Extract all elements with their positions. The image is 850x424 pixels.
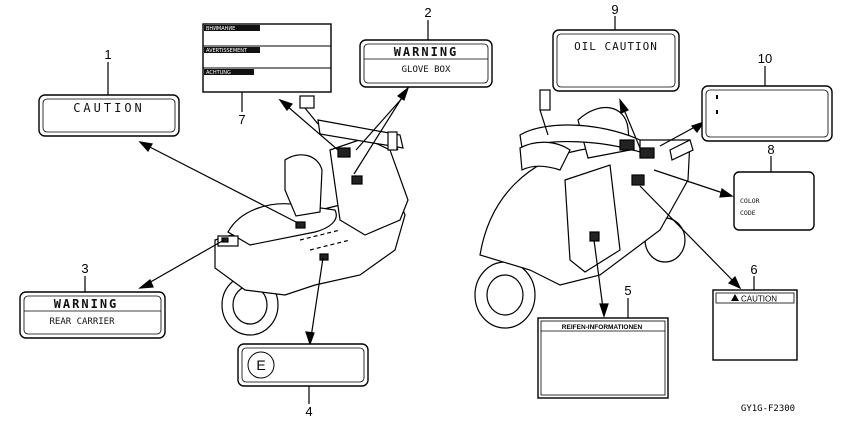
label-8-color-code-decal: COLOR CODE: [733, 171, 815, 231]
scooter-left-illustration: [214, 95, 409, 336]
label-6-text: CAUTION: [741, 295, 777, 304]
scooter-right-illustration: [474, 89, 694, 329]
callout-10: 10: [758, 51, 772, 66]
label-9-text: OIL CAUTION: [574, 40, 658, 53]
figure-code: GY1G-F2300: [741, 404, 795, 414]
warning-triangle-icon: [731, 294, 739, 301]
label-5-tire-information-decal: REIFEN-INFORMATIONEN: [537, 317, 669, 399]
callout-4: 4: [305, 404, 312, 419]
label-2-subtitle: GLOVE BOX: [402, 65, 451, 75]
label-7-text-french: AVERTISSEMENT: [206, 48, 248, 54]
callout-7: 7: [238, 112, 245, 127]
label-3-title: WARNING: [54, 297, 119, 311]
callout-9: 9: [611, 2, 618, 17]
label-6-caution-decal: CAUTION: [712, 289, 798, 361]
label-9-oil-caution-decal: OIL CAUTION: [552, 29, 680, 92]
label-10-decal: [701, 85, 833, 142]
callout-3: 3: [81, 261, 88, 276]
callout-6: 6: [750, 262, 757, 277]
callout-2: 2: [424, 5, 431, 20]
label-8-line-2: CODE: [740, 209, 756, 217]
label-2-title: WARNING: [394, 45, 459, 59]
label-1-caution-decal: CAUTION: [38, 94, 180, 137]
label-7-text-russian: ВНИМАНИЕ: [206, 26, 235, 32]
label-3-subtitle: REAR CARRIER: [49, 317, 115, 327]
label-4-e-mark-decal: E: [237, 343, 369, 387]
label-7-multilingual-decal: ВНИМАНИЕ AVERTISSEMENT ACHTUNG: [202, 23, 332, 93]
label-5-text: REIFEN-INFORMATIONEN: [562, 324, 643, 331]
callout-8: 8: [767, 142, 774, 157]
label-1-text: CAUTION: [73, 101, 145, 115]
label-3-warning-rear-carrier-decal: WARNING REAR CARRIER: [19, 291, 166, 339]
callout-numbers: 1 2 3 4 5 6 7 8 9 10: [81, 2, 774, 419]
callout-5: 5: [624, 283, 631, 298]
leader-lines: [84, 16, 772, 404]
label-2-warning-glove-box-decal: WARNING GLOVE BOX: [359, 39, 493, 88]
label-7-text-german: ACHTUNG: [206, 70, 231, 76]
label-8-line-1: COLOR: [740, 197, 760, 205]
label-4-text: E: [256, 357, 265, 373]
callout-1: 1: [104, 47, 111, 62]
